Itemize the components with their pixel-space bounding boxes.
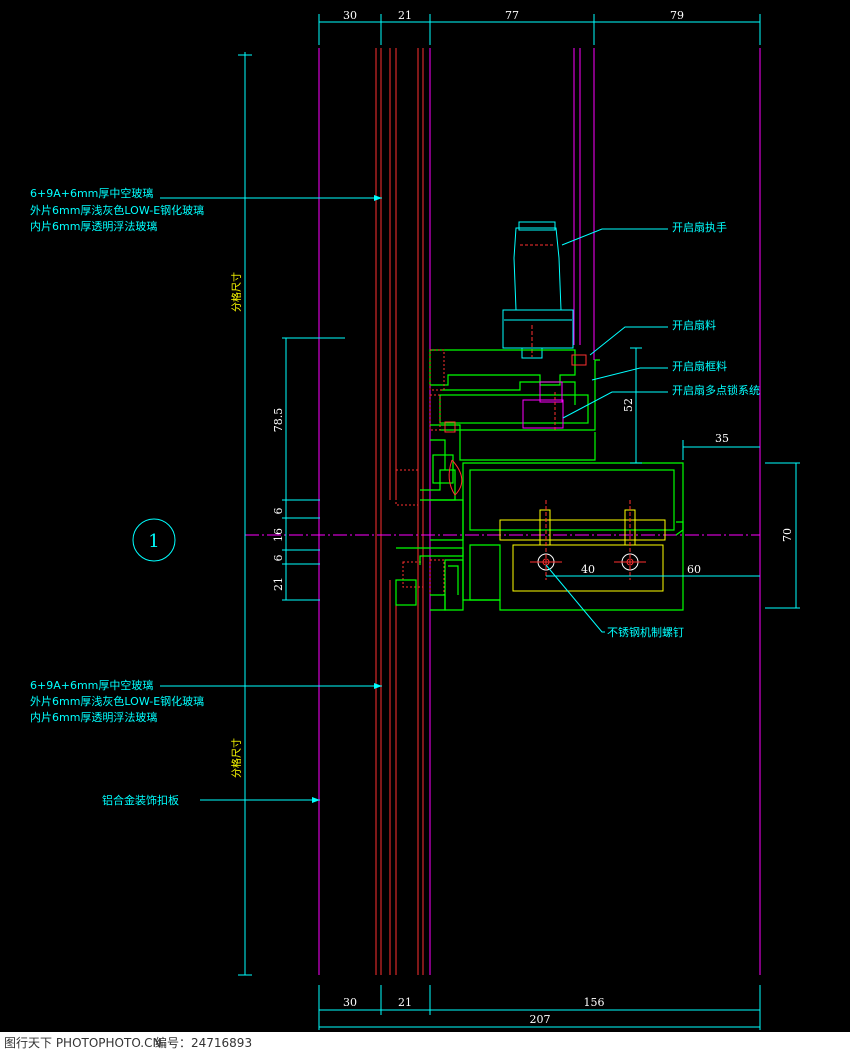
label-sash-profile: 开启扇料 — [672, 318, 716, 332]
dim-6-top: 6 — [272, 508, 285, 515]
sash-profile — [420, 349, 600, 541]
bottom-dimension-chain — [318, 985, 761, 1030]
detail-number-circle — [132, 518, 176, 562]
glass-bottom-line-3: 内片6mm厚透明浮法玻璃 — [30, 710, 157, 724]
right-callout-leaders — [545, 228, 668, 633]
grid-size-dimension-line — [238, 52, 252, 976]
watermark-footer: 图行天下 PHOTOPHOTO.CN 编号：24716893 — [0, 1032, 850, 1054]
dim-bottom-207: 207 — [530, 1013, 551, 1026]
label-handle: 开启扇执手 — [672, 220, 727, 234]
glass-top-line-2: 外片6mm厚浅灰色LOW-E钢化玻璃 — [30, 203, 204, 217]
detail-number: 1 — [148, 531, 159, 552]
window-handle — [502, 221, 574, 359]
label-screw: 不锈钢机制螺钉 — [607, 625, 684, 639]
dim-21: 21 — [272, 577, 285, 591]
lower-glass-profile — [395, 547, 464, 606]
dim-40: 40 — [581, 563, 595, 576]
watermark-number: 编号：24716893 — [155, 1036, 253, 1050]
glass-top-line-3: 内片6mm厚透明浮法玻璃 — [30, 219, 157, 233]
transom-profile — [430, 462, 684, 611]
dim-bottom-156: 156 — [584, 996, 605, 1009]
trim-plate-label: 铝合金装饰扣板 — [102, 793, 179, 807]
dim-6-bottom: 6 — [272, 555, 285, 562]
dim-60: 60 — [687, 563, 701, 576]
glass-bottom-line-2: 外片6mm厚浅灰色LOW-E钢化玻璃 — [30, 694, 204, 708]
label-lock-system: 开启扇多点锁系统 — [672, 383, 760, 397]
curtain-wall-section-drawing: 30 21 77 79 30 21 156 207 分格尺寸 分格尺寸 78.5… — [30, 9, 800, 1030]
trim-plate-callout — [200, 797, 320, 803]
dim-35: 35 — [715, 432, 729, 445]
dim-bottom-21: 21 — [398, 996, 412, 1009]
glass-callout-bottom — [160, 683, 382, 689]
dim-16: 16 — [272, 528, 285, 542]
dim-top-30: 30 — [343, 9, 357, 22]
multipoint-lock — [522, 381, 564, 432]
dim-70: 70 — [781, 528, 794, 542]
right-dimensions — [630, 347, 800, 609]
gasket-hatching — [395, 349, 587, 596]
dim-bottom-30: 30 — [343, 996, 357, 1009]
dim-top-79: 79 — [670, 9, 684, 22]
detail-vertical-dimensions — [282, 337, 345, 601]
glass-top-line-1: 6+9A+6mm厚中空玻璃 — [30, 186, 153, 200]
glass-bottom-line-1: 6+9A+6mm厚中空玻璃 — [30, 678, 153, 692]
vertical-glass-lines — [318, 48, 761, 975]
screws — [530, 500, 646, 580]
dim-top-21: 21 — [398, 9, 412, 22]
dim-top-77: 77 — [505, 9, 519, 22]
glass-callout-top — [160, 195, 382, 201]
grid-size-label-top: 分格尺寸 — [230, 272, 243, 312]
label-sash-frame: 开启扇框料 — [672, 359, 727, 373]
connection-bracket — [499, 509, 666, 592]
top-dimension-chain — [318, 14, 761, 45]
dim-78-5: 78.5 — [272, 408, 285, 433]
grid-size-label-bottom: 分格尺寸 — [230, 738, 243, 778]
dim-52: 52 — [622, 398, 635, 412]
watermark-brand: 图行天下 PHOTOPHOTO.CN — [4, 1036, 162, 1050]
